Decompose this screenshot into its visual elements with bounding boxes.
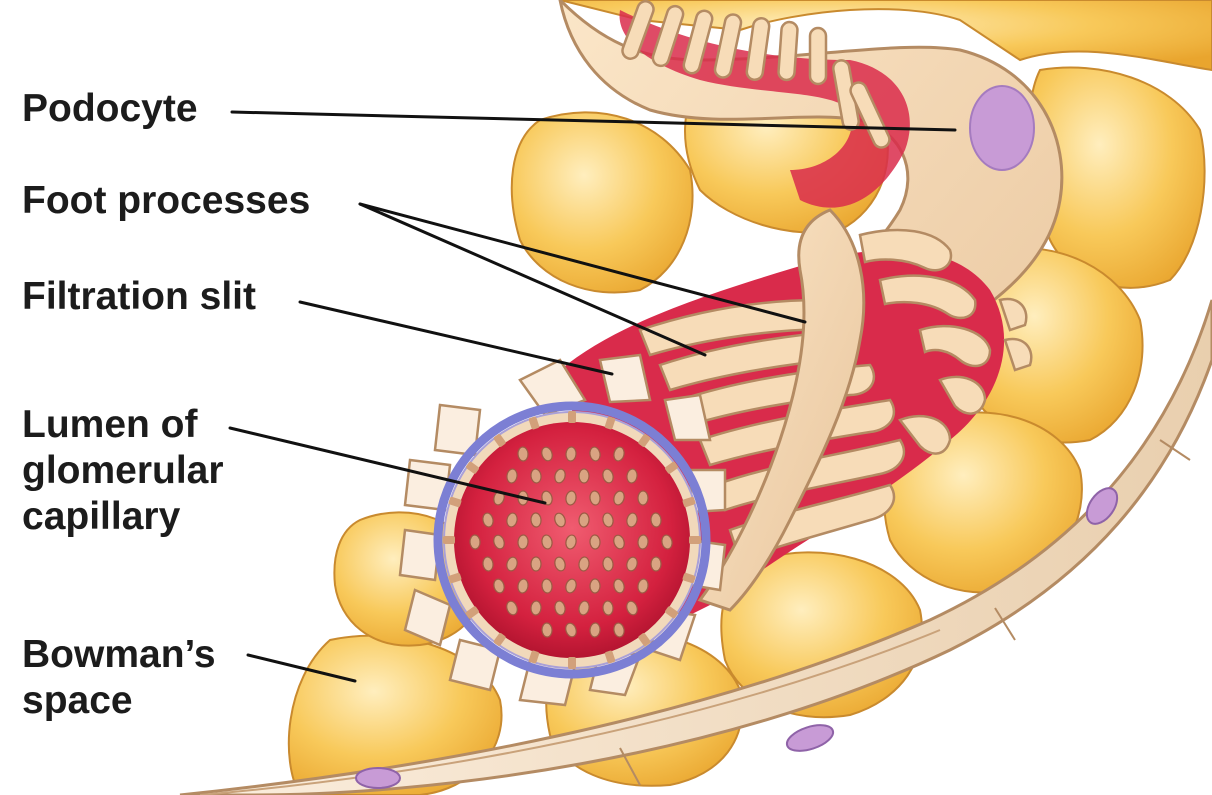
- fenestration: [531, 557, 541, 571]
- label-lumen: Lumen of glomerular capillary: [22, 402, 224, 540]
- label-filtration-slit: Filtration slit: [22, 274, 256, 320]
- fenestration: [542, 623, 553, 638]
- label-lumen-line-2: glomerular: [22, 448, 224, 494]
- fenestration: [590, 579, 600, 593]
- ring-pore: [568, 657, 576, 669]
- nucleus-1: [356, 768, 400, 788]
- label-filtration-slit-text: Filtration slit: [22, 274, 256, 320]
- fenestration: [651, 557, 661, 571]
- fenestration: [579, 469, 589, 483]
- leader-filtration-slit: [300, 302, 612, 374]
- fenestration: [531, 513, 542, 528]
- fenestration: [590, 535, 601, 550]
- label-bowmans-space: Bowman’s space: [22, 632, 216, 724]
- label-lumen-line-1: Lumen of: [22, 402, 224, 448]
- fenestration: [531, 601, 542, 616]
- ring-pore: [443, 536, 455, 544]
- label-podocyte: Podocyte: [22, 86, 198, 132]
- label-lumen-line-3: capillary: [22, 494, 224, 540]
- fenestration: [470, 535, 481, 550]
- nucleus-2: [784, 720, 836, 756]
- label-bowmans-line-1: Bowman’s: [22, 632, 216, 678]
- fenestration: [603, 601, 614, 616]
- fenestration: [638, 491, 648, 505]
- fenestration: [651, 513, 662, 528]
- ring-pore: [689, 536, 701, 544]
- label-podocyte-text: Podocyte: [22, 86, 198, 132]
- ring-pore: [568, 411, 576, 423]
- fenestration: [579, 513, 590, 528]
- podocyte-nucleus: [970, 86, 1034, 170]
- fenestration: [518, 447, 529, 462]
- label-bowmans-line-2: space: [22, 678, 216, 724]
- label-foot-processes: Foot processes: [22, 178, 310, 224]
- label-foot-processes-text: Foot processes: [22, 178, 310, 224]
